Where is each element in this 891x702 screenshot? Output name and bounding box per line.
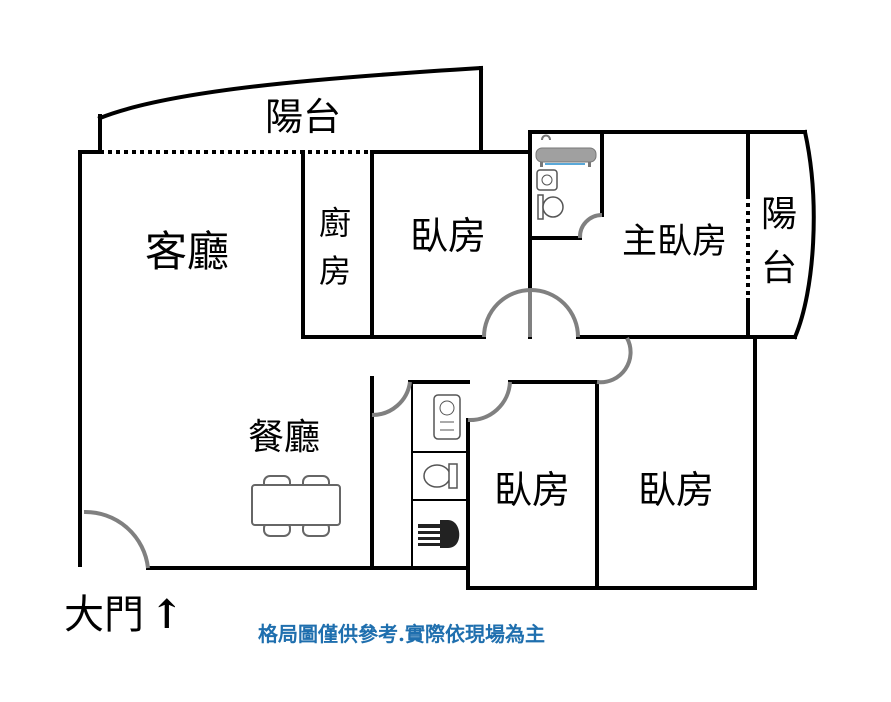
walls xyxy=(78,129,816,590)
label-bedroom-bottom-left: 臥房 xyxy=(494,468,570,512)
label-kitchen-1: 廚 xyxy=(319,204,351,242)
entrance-arrow-icon: ↑ xyxy=(150,591,184,638)
doors xyxy=(83,212,633,569)
sink-lower-icon xyxy=(433,394,461,440)
door-bathroom-lower xyxy=(371,381,412,418)
door-bathroom-upper xyxy=(577,212,603,239)
label-entrance: 大門 xyxy=(64,592,144,638)
label-master-bedroom: 主臥房 xyxy=(622,222,727,262)
label-bedroom-top: 臥房 xyxy=(410,214,486,258)
door-bedroom-bottom-right xyxy=(596,337,633,385)
door-bedroom-bottom-left xyxy=(467,381,512,423)
label-balcony-right-1: 陽 xyxy=(761,194,797,235)
door-entrance xyxy=(83,509,150,569)
label-living-room: 客廳 xyxy=(145,227,229,276)
toilet-lower-icon xyxy=(423,463,458,489)
label-bedroom-bottom-right: 臥房 xyxy=(638,468,714,512)
label-balcony-top: 陽台 xyxy=(265,95,341,139)
toilet-icon xyxy=(537,194,564,220)
shower-icon xyxy=(418,520,460,548)
sink-icon xyxy=(536,169,558,191)
label-kitchen-2: 房 xyxy=(319,252,351,290)
bathtub-icon xyxy=(535,134,597,167)
label-balcony-right-2: 台 xyxy=(761,248,797,289)
dining-table-icon xyxy=(251,475,341,537)
balcony-top xyxy=(97,65,484,154)
disclaimer-note: 格局圖僅供參考.實際依現場為主 xyxy=(258,622,545,646)
label-dining-room: 餐廳 xyxy=(248,417,320,458)
